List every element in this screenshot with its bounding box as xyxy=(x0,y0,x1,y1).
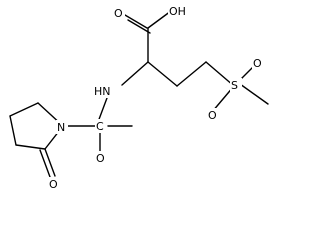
bond-ch2-to-s xyxy=(205,61,235,87)
atom-c-amide: C xyxy=(96,120,104,133)
bond-ring-c3-to-c2 xyxy=(15,144,46,150)
atom-o-acid: O xyxy=(114,7,123,20)
bond-calpha-to-ch2 xyxy=(147,61,178,87)
bonds xyxy=(9,10,269,178)
bond-cooh-double-o-b xyxy=(127,19,151,34)
atom-oh: OH xyxy=(169,5,186,18)
atom-o-amide: O xyxy=(96,152,105,165)
bond-ring-c2-double-o-a xyxy=(44,148,56,177)
bond-s-to-methyl xyxy=(239,83,269,105)
atom-o-sulfonyl-bottom: O xyxy=(208,109,217,122)
structure-diagram: OH O HN S O O N C O O xyxy=(9,4,269,191)
atoms: OH O HN S O O N C O O xyxy=(48,4,264,191)
atom-s: S xyxy=(231,79,238,92)
bond-ring-c5-to-c4 xyxy=(9,102,39,117)
bond-ring-c2-double-o-b xyxy=(39,149,51,178)
atom-nh: HN xyxy=(94,85,111,98)
bond-nh-to-camide xyxy=(97,97,108,123)
bond-ring-c4-to-c3 xyxy=(9,115,17,146)
bond-ch2-to-ch2 xyxy=(176,61,207,87)
bond-cooh-double-o-a xyxy=(124,14,148,29)
atom-o-sulfonyl-top: O xyxy=(253,57,262,70)
bond-cooh-to-oh xyxy=(147,10,172,29)
atom-n-ring: N xyxy=(57,121,65,134)
bond-calpha-to-nh xyxy=(121,61,149,86)
atom-o-ring-carbonyl: O xyxy=(49,178,58,191)
